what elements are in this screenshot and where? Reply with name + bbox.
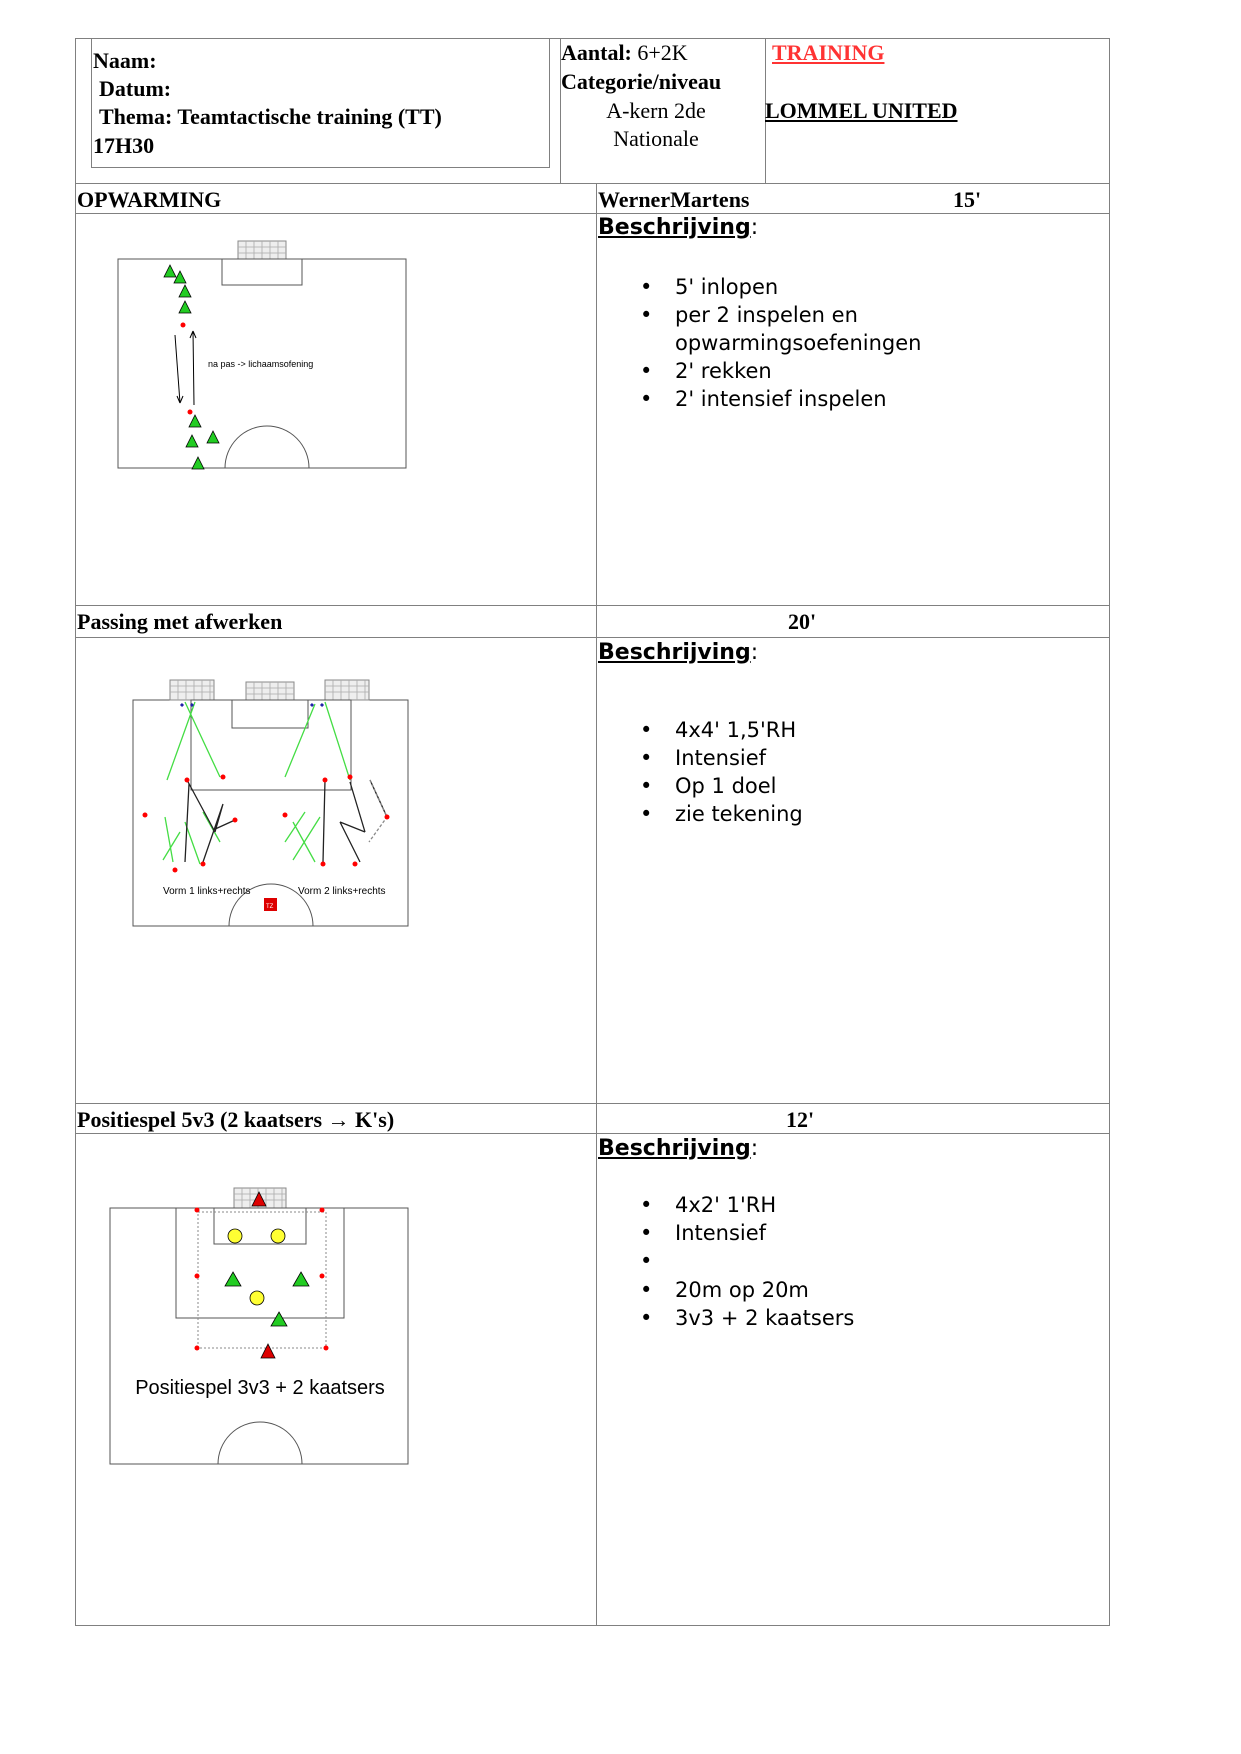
datum-label: Datum: bbox=[99, 76, 172, 101]
aantal-value: 6+2K bbox=[637, 40, 688, 65]
tz-marker-text: TZ bbox=[266, 904, 274, 910]
goal-left bbox=[169, 679, 215, 701]
training-label: TRAINING bbox=[772, 40, 885, 65]
club-name: LOMMEL UNITED bbox=[765, 98, 958, 123]
list-item: 2' rekken bbox=[600, 357, 1000, 385]
list-item: 20m op 20m bbox=[600, 1276, 1000, 1304]
section-3-list: 4x2' 1'RH Intensief bbox=[600, 1191, 1000, 1275]
tz-marker bbox=[264, 898, 277, 911]
section-3-desc-header: Beschrijving: bbox=[598, 1136, 759, 1161]
section-3-desc-label: Beschrijving bbox=[598, 1136, 751, 1161]
diagram-passing: Vorm 1 links+rechts Vorm 2 links+rechts … bbox=[132, 679, 409, 927]
list-item: 3v3 + 2 kaatsers bbox=[600, 1304, 1000, 1332]
section-1-trainer: WernerMartens bbox=[598, 187, 750, 212]
goal-right bbox=[324, 679, 370, 701]
section-1-desc-label: Beschrijving bbox=[598, 215, 751, 240]
categorie-value-2: Nationale bbox=[613, 126, 699, 151]
list-gap bbox=[600, 1247, 1000, 1275]
naam-label: Naam: bbox=[93, 48, 157, 73]
goal-net bbox=[237, 240, 287, 260]
column-divider bbox=[596, 184, 597, 1626]
list-item: zie tekening bbox=[600, 800, 1000, 828]
section-3-list-b: 20m op 20m 3v3 + 2 kaatsers bbox=[600, 1276, 1000, 1332]
list-item: Op 1 doel bbox=[600, 772, 1000, 800]
cones bbox=[194, 1207, 329, 1351]
row-line-5 bbox=[75, 1133, 1110, 1134]
section-1-duration: 15' bbox=[953, 187, 982, 212]
passing-text-right: Vorm 2 links+rechts bbox=[298, 886, 386, 897]
main-table bbox=[75, 184, 1110, 1626]
positiespel-diagram-text: Positiespel 3v3 + 2 kaatsers bbox=[135, 1377, 385, 1399]
header-divider-2 bbox=[765, 38, 766, 184]
time-label: 17H30 bbox=[93, 133, 155, 158]
header-divider-1 bbox=[560, 38, 561, 184]
categorie-value-1: A-kern 2de bbox=[606, 98, 706, 123]
aantal-label: Aantal: bbox=[561, 40, 632, 65]
row-line-2 bbox=[75, 605, 1110, 606]
section-2-desc-label: Beschrijving bbox=[598, 640, 751, 665]
header-table bbox=[75, 38, 1110, 184]
list-item: 4x2' 1'RH bbox=[600, 1191, 1000, 1219]
section-2-desc-header: Beschrijving: bbox=[598, 640, 759, 665]
row-line-3 bbox=[75, 637, 1110, 638]
players-bottom bbox=[185, 414, 220, 470]
categorie-label: Categorie/niveau bbox=[561, 69, 722, 94]
diagram-positiespel: Positiespel 3v3 + 2 kaatsers bbox=[109, 1187, 409, 1465]
thema-label: Thema: Teamtactische training (TT) bbox=[99, 104, 442, 129]
section-2-title: Passing met afwerken bbox=[77, 609, 283, 634]
cones-left bbox=[142, 774, 238, 873]
list-item: 5' inlopen bbox=[600, 273, 1000, 301]
aantal-row: Aantal: 6+2K bbox=[561, 40, 688, 66]
section-3-title: Positiespel 5v3 (2 kaatsers → K's) bbox=[77, 1107, 395, 1132]
header-inner-box bbox=[91, 38, 550, 168]
warmup-diagram-text: na pas -> lichaamsofening bbox=[208, 359, 313, 369]
section-3-duration: 12' bbox=[786, 1107, 815, 1132]
section-2-duration: 20' bbox=[788, 609, 817, 634]
cones-right bbox=[282, 774, 390, 867]
passing-text-left: Vorm 1 links+rechts bbox=[163, 886, 251, 897]
section-1-list: 5' inlopen per 2 inspelen en opwarmingso… bbox=[600, 273, 1000, 413]
list-item: Intensief bbox=[600, 744, 1000, 772]
list-item: 2' intensief inspelen bbox=[600, 385, 1000, 413]
row-line-4 bbox=[75, 1103, 1110, 1104]
section-1-title: OPWARMING bbox=[77, 187, 222, 212]
row-line-1 bbox=[75, 213, 1110, 214]
diagram-warmup: na pas -> lichaamsofening bbox=[117, 240, 407, 470]
kaatsers bbox=[251, 1191, 276, 1359]
section-1-desc-header: Beschrijving: bbox=[598, 215, 759, 240]
yellow-players bbox=[227, 1228, 286, 1306]
players-top bbox=[163, 264, 192, 314]
list-item: Intensief bbox=[600, 1219, 1000, 1247]
list-item: per 2 inspelen en opwarmingsoefeningen bbox=[600, 301, 1000, 357]
list-item: 4x4' 1,5'RH bbox=[600, 716, 1000, 744]
goal-center bbox=[245, 681, 295, 701]
section-2-list: 4x4' 1,5'RH Intensief Op 1 doel zie teke… bbox=[600, 716, 1000, 828]
green-players bbox=[224, 1271, 310, 1327]
pattern-left bbox=[162, 701, 236, 865]
